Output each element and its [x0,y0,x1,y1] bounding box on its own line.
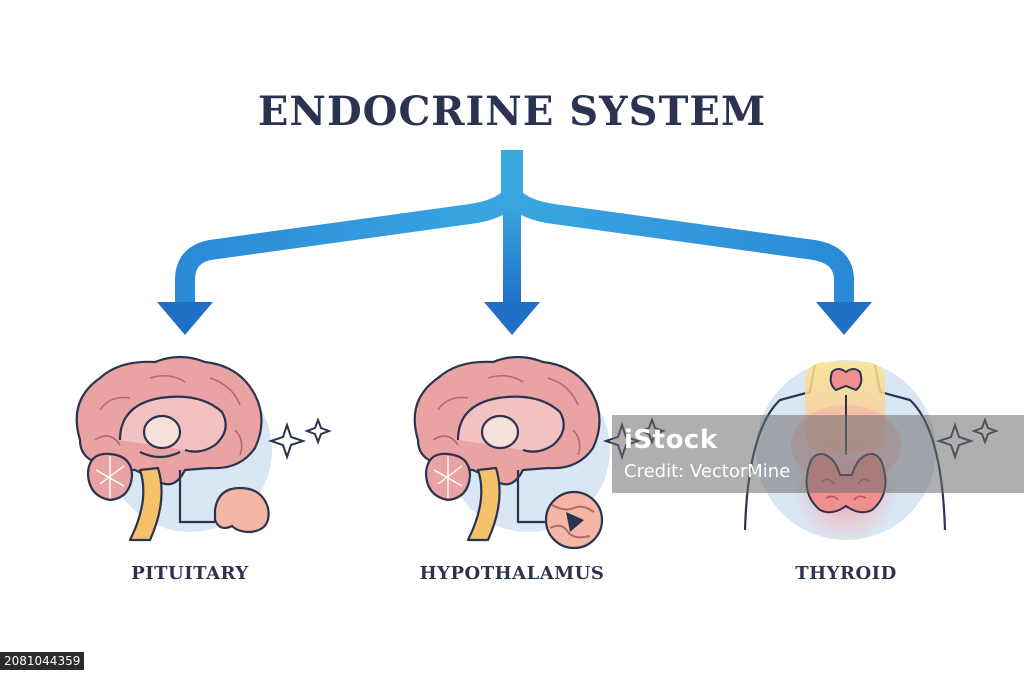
watermark-credit: Credit: VectorMine [624,461,791,482]
sparkle-icon [304,417,332,445]
image-id-badge: 2081044359 [0,652,85,670]
hypothalamus-illustration [413,355,666,550]
watermark-logo: iStock [624,425,718,455]
arrow-right-head [816,302,872,335]
brain-icon [413,355,601,542]
arrow-right [504,189,854,305]
sparkle-icon [267,421,307,461]
watermark-banner: iStock Credit: VectorMine [612,415,1024,493]
hypothalamus-zoom-icon [544,490,604,550]
label-pituitary: PITUITARY [131,563,249,584]
arrow-middle-head [484,302,540,335]
thyroid-small-icon [829,368,863,392]
arrow-left [175,189,520,305]
pituitary-illustration [75,355,332,542]
arrow-left-head [157,302,213,335]
label-hypothalamus: HYPOTHALAMUS [419,563,605,584]
arrow-middle [503,200,521,308]
label-thyroid: THYROID [795,563,897,584]
pituitary-gland-icon [213,486,270,534]
arrow-trunk [501,150,523,202]
arrow-tree [157,150,872,335]
diagram-title: ENDOCRINE SYSTEM [257,88,767,135]
brain-icon [75,355,263,542]
